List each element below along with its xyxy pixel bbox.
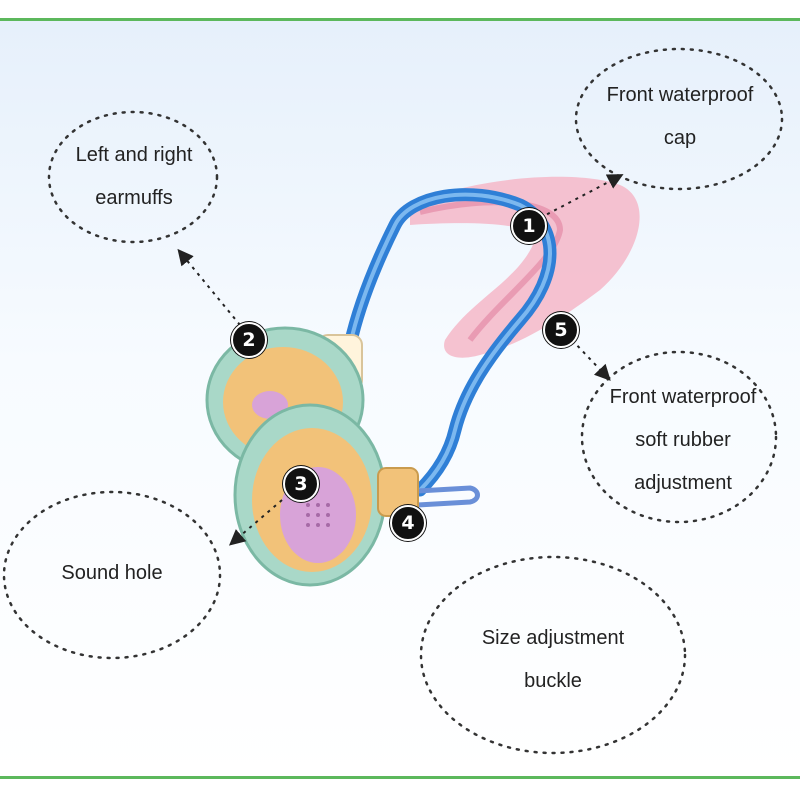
front-waterproof-cap [410,176,640,358]
callout-circle-size-buckle [419,555,687,755]
marker-5: 5 [543,312,579,348]
callout-circle-sound-hole [2,490,222,660]
leader-arrow-5 [571,339,611,381]
marker-4: 4 [390,505,426,541]
marker-3: 3 [283,466,319,502]
label-size-adjustment-buckle: Size adjustment buckle [481,627,625,692]
marker-1: 1 [511,208,547,244]
top-frame-line [0,18,800,21]
sound-hole-dots [306,503,330,527]
label-front-waterproof-soft-rubber: Front waterproof soft rubber adjustment [609,386,757,494]
callout-circle-front-cap [574,47,784,191]
callout-circle-soft-rubber [580,350,778,524]
label-left-right-earmuffs: Left and right earmuffs [75,144,193,209]
background [0,21,800,776]
bottom-frame-line [0,776,800,779]
label-front-waterproof-cap: Front waterproof cap [606,84,754,149]
leader-arrow-3 [228,499,283,546]
marker-2: 2 [231,322,267,358]
callout-circle-earmuffs [47,110,219,244]
label-sound-hole: Sound hole [61,562,163,584]
head-band [343,188,557,497]
